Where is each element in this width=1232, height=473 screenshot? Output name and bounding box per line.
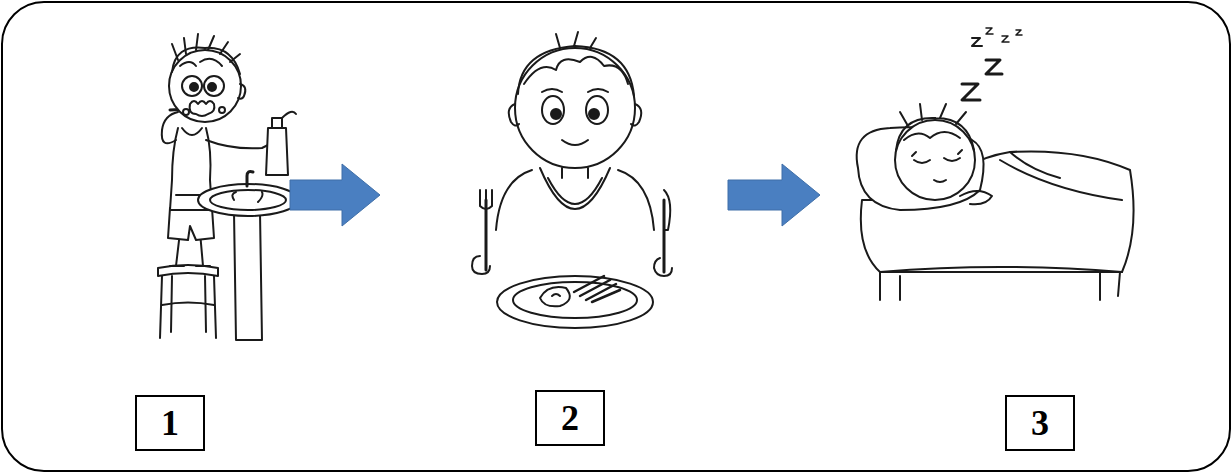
sleeping-drawing (857, 28, 1134, 300)
brushing-teeth-drawing (158, 34, 298, 340)
eating-drawing (472, 32, 672, 328)
step-panel: 1 (120, 20, 290, 460)
step-number: 1 (135, 395, 205, 451)
flow-arrow (290, 164, 380, 226)
step-number: 2 (535, 390, 605, 446)
step-panel: 3 (820, 20, 1150, 460)
flow-arrow (728, 164, 820, 226)
step-panel: 2 (380, 20, 728, 460)
step-number: 3 (1005, 395, 1075, 451)
